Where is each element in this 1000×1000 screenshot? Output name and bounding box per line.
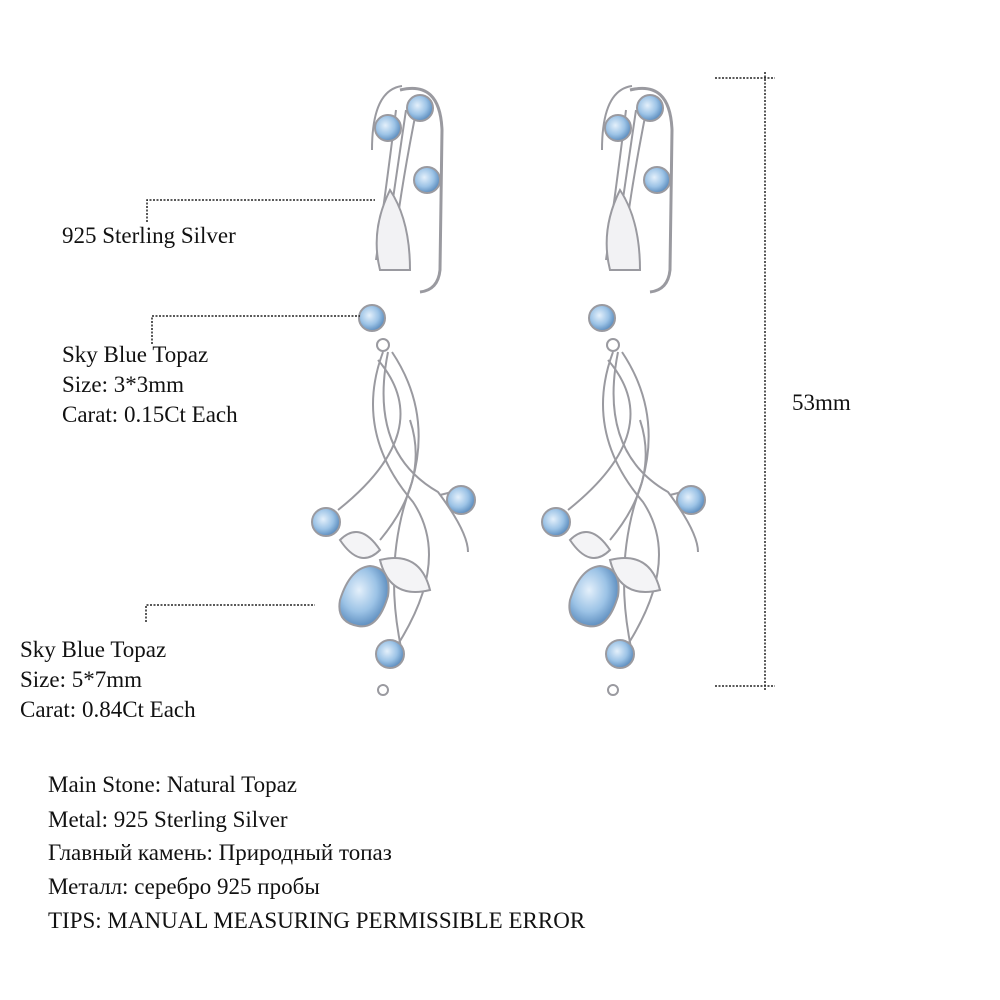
dimension-label: 53mm — [792, 390, 851, 415]
spec-line: Металл: серебро 925 пробы — [48, 874, 320, 899]
small-stone-name: Sky Blue Topaz — [62, 342, 209, 367]
small-stone-carat: Carat: 0.15Ct Each — [62, 402, 238, 427]
metal-callout: 925 Sterling Silver — [62, 223, 236, 248]
spec-line: Metal: 925 Sterling Silver — [48, 807, 288, 832]
right-earring-image — [540, 84, 707, 697]
main-stone-carat: Carat: 0.84Ct Each — [20, 697, 196, 722]
main-stone-name: Sky Blue Topaz — [20, 637, 167, 662]
callout-lines — [145, 72, 775, 690]
spec-line: Main Stone: Natural Topaz — [48, 772, 297, 797]
spec-line: Главный камень: Природный топаз — [48, 840, 392, 865]
spec-line: TIPS: MANUAL MEASURING PERMISSIBLE ERROR — [48, 908, 586, 933]
small-stone-size: Size: 3*3mm — [62, 372, 185, 397]
left-earring-image — [310, 84, 477, 697]
main-stone-size: Size: 5*7mm — [20, 667, 143, 692]
